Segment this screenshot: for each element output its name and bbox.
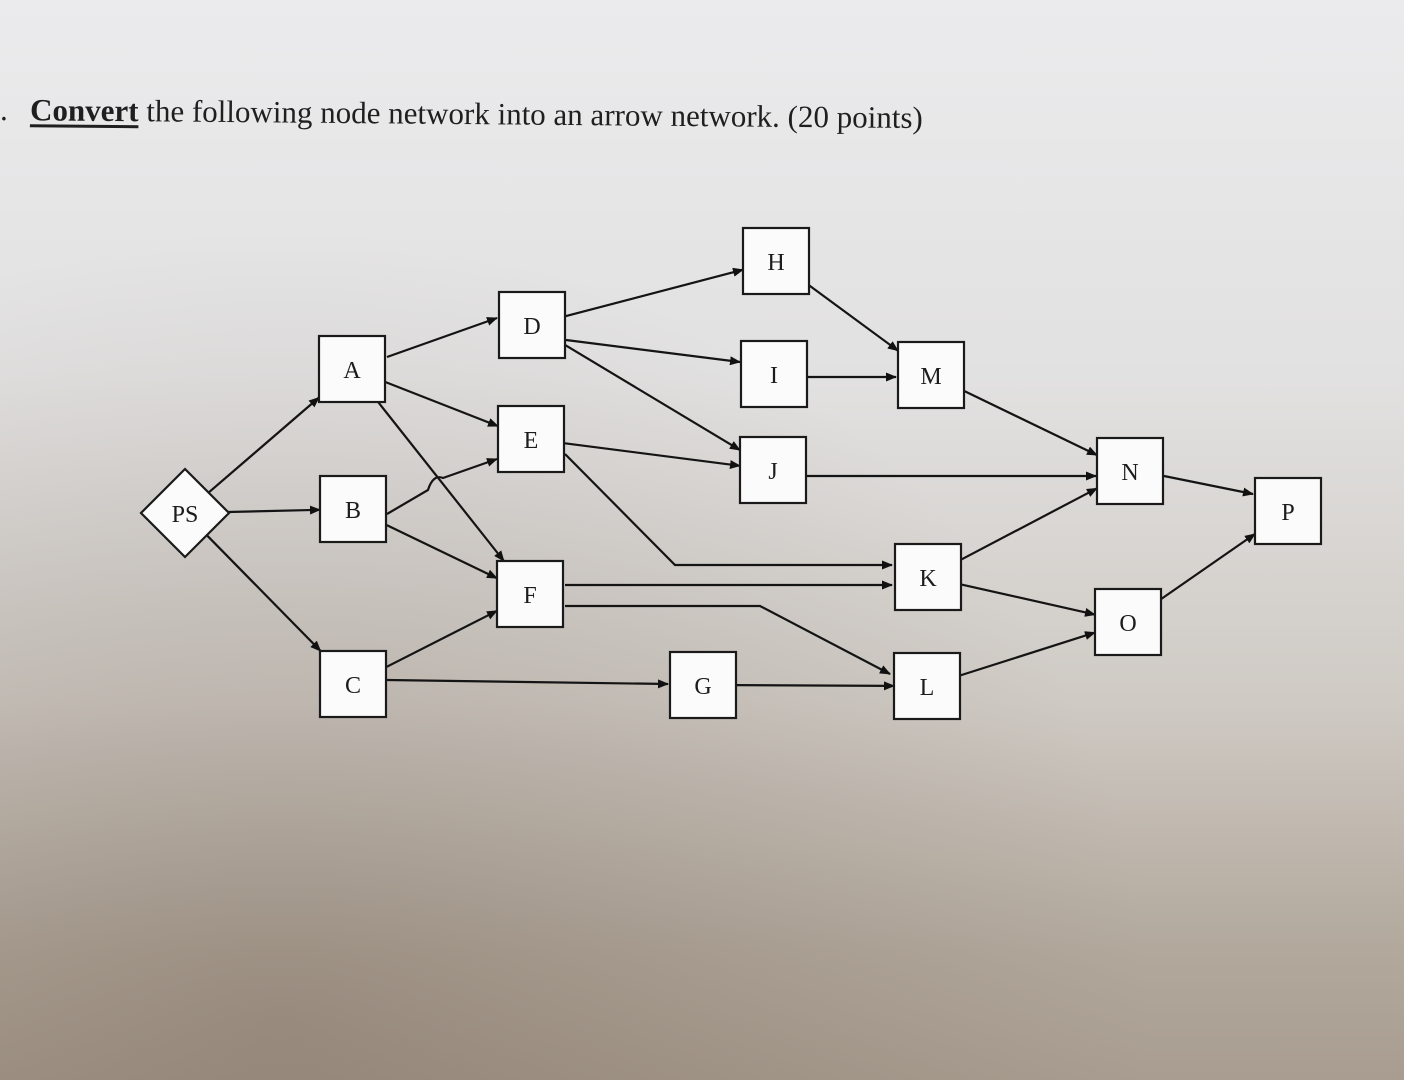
node-b-label: B [345,498,361,524]
node-ps: PS [139,467,231,559]
node-e-label: E [524,428,539,454]
arrow-d-to-h [564,267,744,318]
node-l-box [892,651,962,721]
node-n-label: N [1121,460,1138,486]
node-b: B [318,474,388,544]
arrow-c-to-g [386,678,669,689]
edges-layer [206,267,1256,691]
node-h-box [741,226,811,296]
node-m-label: M [920,364,941,390]
node-p: P [1253,476,1323,546]
arrow-ps-to-a [207,396,320,494]
arrow-d-to-j [564,343,741,452]
node-i-box [739,339,809,409]
node-d-box [497,290,567,360]
node-g-label: G [694,674,711,700]
node-o-box [1093,587,1163,657]
arrow-a-to-d [386,316,498,359]
node-e-box [496,404,566,474]
arrow-e-to-j [563,442,741,469]
arrow-f-to-l [565,604,891,675]
arrow-l-to-o [959,631,1096,677]
arrow-e-to-k [564,453,893,570]
node-m-box [896,340,966,410]
arrow-n-to-p [1163,474,1254,497]
node-a-label: A [343,358,361,384]
arrow-k-to-o [960,583,1096,617]
node-c-box [318,649,388,719]
node-c-label: C [345,673,361,699]
arrow-m-to-n [963,389,1098,457]
node-k-label: K [919,566,937,592]
arrow-c-to-f [385,609,498,669]
arrow-a-to-f [377,401,505,562]
node-p-box [1253,476,1323,546]
node-k: K [893,542,963,612]
node-d: D [497,290,567,360]
node-o-label: O [1119,611,1136,637]
arrow-g-to-l [735,681,895,691]
arrow-o-to-p [1160,532,1256,601]
node-j-box [738,435,808,505]
node-j: J [738,435,808,505]
arrow-b-to-f [385,523,498,580]
arrow-b-to-e [386,457,498,515]
node-i-label: I [770,363,778,389]
node-g: G [668,650,738,720]
arrow-a-to-e [384,380,499,428]
arrow-k-to-n [960,487,1098,561]
node-d-label: D [523,314,540,340]
arrow-d-to-i [565,338,741,366]
node-l-label: L [920,675,935,701]
node-f: F [495,559,565,629]
node-l: L [892,651,962,721]
node-i: I [739,339,809,409]
node-g-box [668,650,738,720]
node-ps-label: PS [172,502,199,528]
nodes-layer: PS A B C D E F G H I J K L M N O P [139,226,1323,721]
node-f-label: F [523,583,536,609]
arrow-ps-to-c [206,534,322,652]
node-a: A [317,334,387,404]
node-m: M [896,340,966,410]
node-k-box [893,542,963,612]
node-p-label: P [1281,500,1294,526]
node-ps-diamond [139,467,231,559]
node-h-label: H [767,250,784,276]
node-h: H [741,226,811,296]
node-o: O [1093,587,1163,657]
node-a-box [317,334,387,404]
node-n: N [1095,436,1165,506]
arrow-h-to-m [808,284,899,352]
node-f-box [495,559,565,629]
arrow-ps-to-b [227,505,321,515]
node-j-label: J [768,459,777,485]
node-b-box [318,474,388,544]
node-e: E [496,404,566,474]
node-n-box [1095,436,1165,506]
node-c: C [318,649,388,719]
